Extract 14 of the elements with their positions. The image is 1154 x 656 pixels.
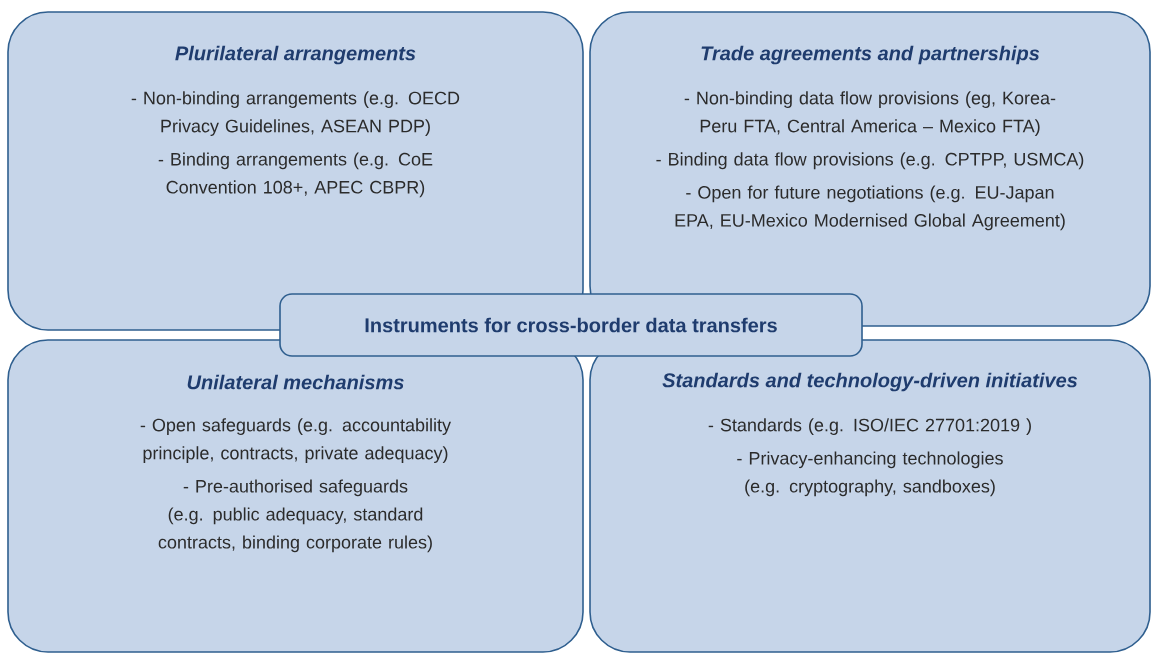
bullet-text: - Non-binding arrangements (e.g. OECD Privacy Guidelines, ASEAN PDP) bbox=[131, 91, 460, 136]
bullet-text: - Privacy-enhancing technologies (e.g. cryptography, sandboxes) bbox=[737, 451, 1003, 497]
bullet-text: - Open safeguards (e.g. accountability principle, contracts, private adequacy) bbox=[140, 418, 451, 463]
panel-heading: Trade agreements and partnerships bbox=[701, 45, 1040, 65]
panel-heading: Standards and technology-driven initiatives bbox=[662, 372, 1078, 392]
bullet-text: - Binding data flow provisions (e.g. CPTPP, USMCA) bbox=[656, 152, 1084, 170]
panel-heading: Unilateral mechanisms bbox=[187, 374, 404, 390]
bullet-text: - Non-binding data flow provisions (eg, Korea-Peru FTA, Central America – Mexico FTA) bbox=[684, 91, 1056, 136]
bullet-text: - Binding arrangements (e.g. CoE Convention 108+, APEC CBPR) bbox=[158, 152, 433, 198]
title-box: Instruments for cross-border data transfers bbox=[279, 293, 863, 357]
panel-heading: Plurilateral arrangements bbox=[175, 45, 416, 65]
bullet-text: - Open for future negotiations (e.g. EU-Japan EPA, EU-Mexico Modernised Global Agreement) bbox=[675, 185, 1065, 231]
bullet-text: - Pre-authorised safeguards (e.g. public adequacy, standard contracts, binding corporate rules) bbox=[158, 479, 432, 553]
bullet-text: - Standards (e.g. ISO/IEC 27701:2019 ) bbox=[708, 418, 1031, 435]
